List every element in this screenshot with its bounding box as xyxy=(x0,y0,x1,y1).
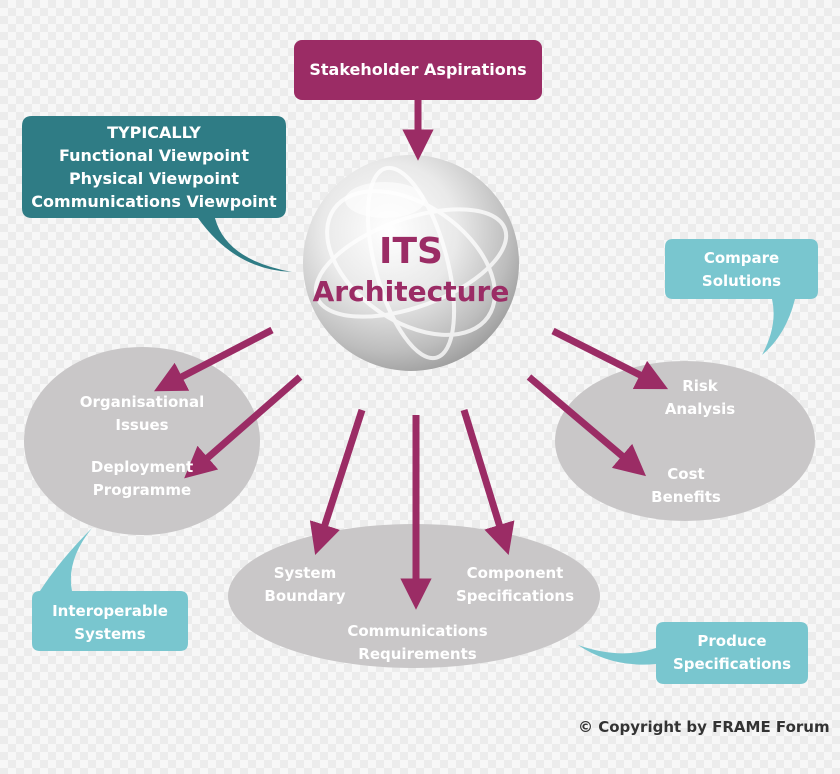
compare-solutions-label: Compare Solutions xyxy=(701,249,782,290)
typically-functional: Functional Viewpoint xyxy=(59,146,249,165)
arrow-deployment xyxy=(184,374,303,479)
sphere-title: ITS Architecture xyxy=(303,232,519,312)
typically-heading: TYPICALLY xyxy=(107,123,201,142)
component-specifications-label: Component Specifications xyxy=(455,564,575,605)
compare-callout xyxy=(665,239,818,355)
right-ellipse xyxy=(555,361,815,521)
arrow-cost xyxy=(526,374,647,477)
organisational-issues-label: Organisational Issues xyxy=(79,393,205,434)
produce-callout xyxy=(578,622,808,684)
copyright-text: © Copyright by FRAME Forum xyxy=(578,718,830,736)
cost-benefits-label: Cost Benefits xyxy=(651,465,721,506)
left-ellipse xyxy=(24,347,260,535)
sphere-title-its: ITS xyxy=(379,231,443,272)
sphere-orbit-lines xyxy=(313,165,509,361)
interoperable-systems-label: Interoperable Systems xyxy=(52,602,168,643)
produce-specifications-label: Produce Specifications xyxy=(672,632,792,673)
typically-physical: Physical Viewpoint xyxy=(68,169,240,188)
arrow-risk xyxy=(551,327,669,390)
arrow-component xyxy=(460,408,515,556)
typically-label: TYPICALLY Functional Viewpoint Physical … xyxy=(22,121,286,213)
sphere-highlight xyxy=(345,182,425,218)
stakeholder-box xyxy=(294,40,542,100)
system-boundary-label: System Boundary xyxy=(264,564,346,605)
risk-analysis-label: Risk Analysis xyxy=(664,377,736,418)
interoperable-callout xyxy=(32,528,188,651)
stakeholder-label: Stakeholder Aspirations xyxy=(309,60,527,79)
typically-communications: Communications Viewpoint xyxy=(31,192,277,211)
arrow-system-boundary xyxy=(309,408,366,555)
arrow-organisational xyxy=(154,326,274,392)
deployment-programme-label: Deployment Programme xyxy=(90,458,194,499)
typically-callout xyxy=(22,116,292,272)
sphere-title-architecture: Architecture xyxy=(312,275,510,308)
communications-requirements-label: Communications Requirements xyxy=(347,622,488,663)
